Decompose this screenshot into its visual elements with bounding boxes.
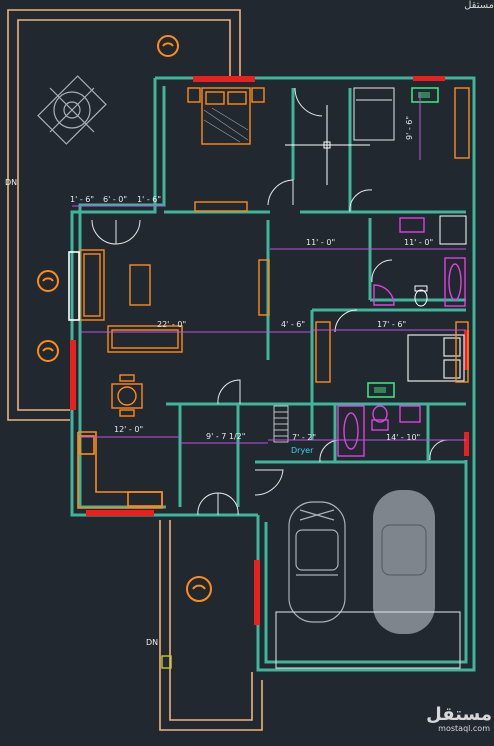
sofa-white [68,251,80,321]
closet-second [454,87,470,159]
bed-master-shading [203,107,249,143]
plant-icon [37,340,59,362]
sink-lower [399,405,421,423]
shower-icon [373,284,395,306]
watermark-arabic: مستقل [426,704,492,725]
dimension-text: 7' - 2" [292,433,316,442]
coffee-table [129,264,151,306]
desk-icon [411,87,439,103]
bathtub-icon [444,257,466,307]
terrace-outline [7,9,263,731]
vanity-top [399,217,425,233]
sofa [79,249,105,321]
dimension-text: 22' - 0" [157,320,186,329]
dimension-text: 14' - 10" [386,433,420,442]
dimension-text: 6' - 0" [103,195,127,204]
dimension-text: 1' - 6" [70,195,94,204]
plant-icon [186,576,212,602]
desk-lower-icon [367,382,395,398]
bed-second [353,87,395,141]
tv-unit [258,259,270,316]
dimension-text: 12' - 0" [114,425,143,434]
watermark-top: مستقل [464,0,494,11]
outdoor-table-icon [37,75,107,145]
bed-master [187,87,265,145]
shower-top [439,215,467,245]
watermark-latin: mostaql.com [438,724,490,733]
plant-icon [37,270,59,292]
step-marker [161,655,172,669]
dimension-text: 17' - 6" [377,320,406,329]
dining-table-icon [111,374,143,417]
windows [70,76,469,625]
dimension-text: 11' - 0" [404,238,433,247]
lounge-sofa [107,325,183,353]
plant-icon [157,35,179,57]
crosshair-icon [285,105,370,185]
bathtub-lower [337,405,365,457]
dresser [194,201,248,212]
doors [91,87,449,516]
dimension-text: 4' - 6" [281,320,305,329]
stairs [273,405,289,443]
dimension-text: 11' - 0" [306,238,335,247]
dn-label-bottom: DN [146,638,158,647]
dimension-text: 9' - 7 1/2" [206,432,245,441]
car-icon [288,501,346,623]
dn-label-top: DN [5,178,17,187]
nightstand [455,321,469,383]
toilet-icon [414,285,428,307]
car-roof [381,524,427,576]
car-icon [373,490,435,634]
wardrobe-lower [315,321,331,383]
dimension-text: 9' - 6" [405,116,414,140]
kitchen-counter [77,431,163,509]
dimension-text: 1' - 6" [137,195,161,204]
dimension-lines [72,92,466,444]
dryer-label: Dryer [291,446,314,455]
garage-door [275,611,461,669]
toilet-lower-icon [371,405,389,431]
walls [70,76,476,672]
bed-lower [407,334,465,382]
